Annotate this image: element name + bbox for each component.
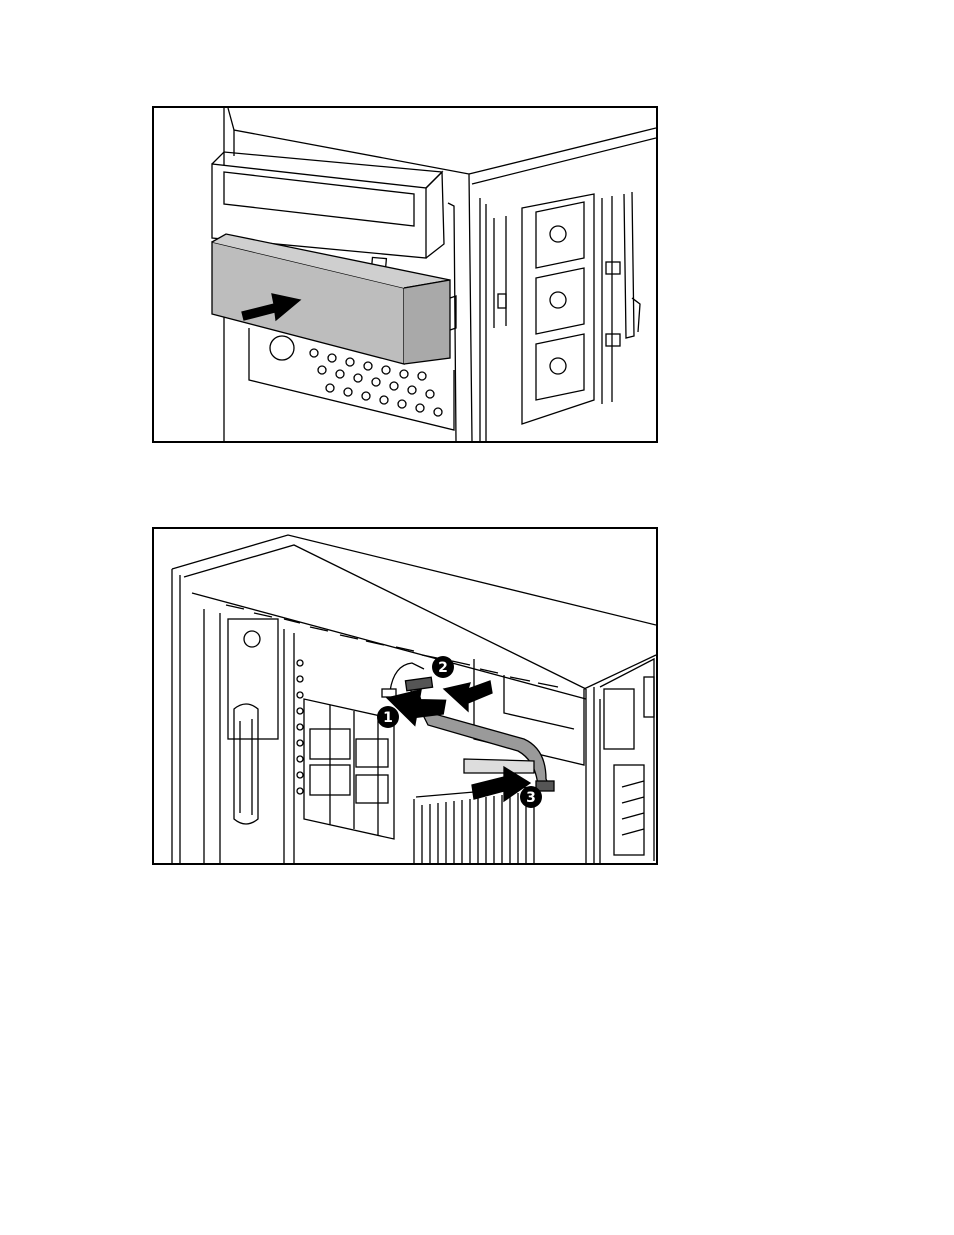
drive-cage-icon — [494, 192, 640, 424]
callout-3-label: 3 — [526, 790, 536, 806]
install-drive-illustration — [154, 108, 656, 441]
cable-connection-illustration: 1 2 3 — [154, 529, 656, 863]
callout-1: 1 — [377, 706, 399, 728]
callout-3: 3 — [520, 786, 542, 808]
figure-1-install-drive — [152, 106, 658, 443]
figure-2-connect-cables: 1 2 3 — [152, 527, 658, 865]
callout-1-label: 1 — [383, 710, 393, 726]
callout-2-label: 2 — [438, 660, 448, 676]
callout-2: 2 — [432, 656, 454, 678]
